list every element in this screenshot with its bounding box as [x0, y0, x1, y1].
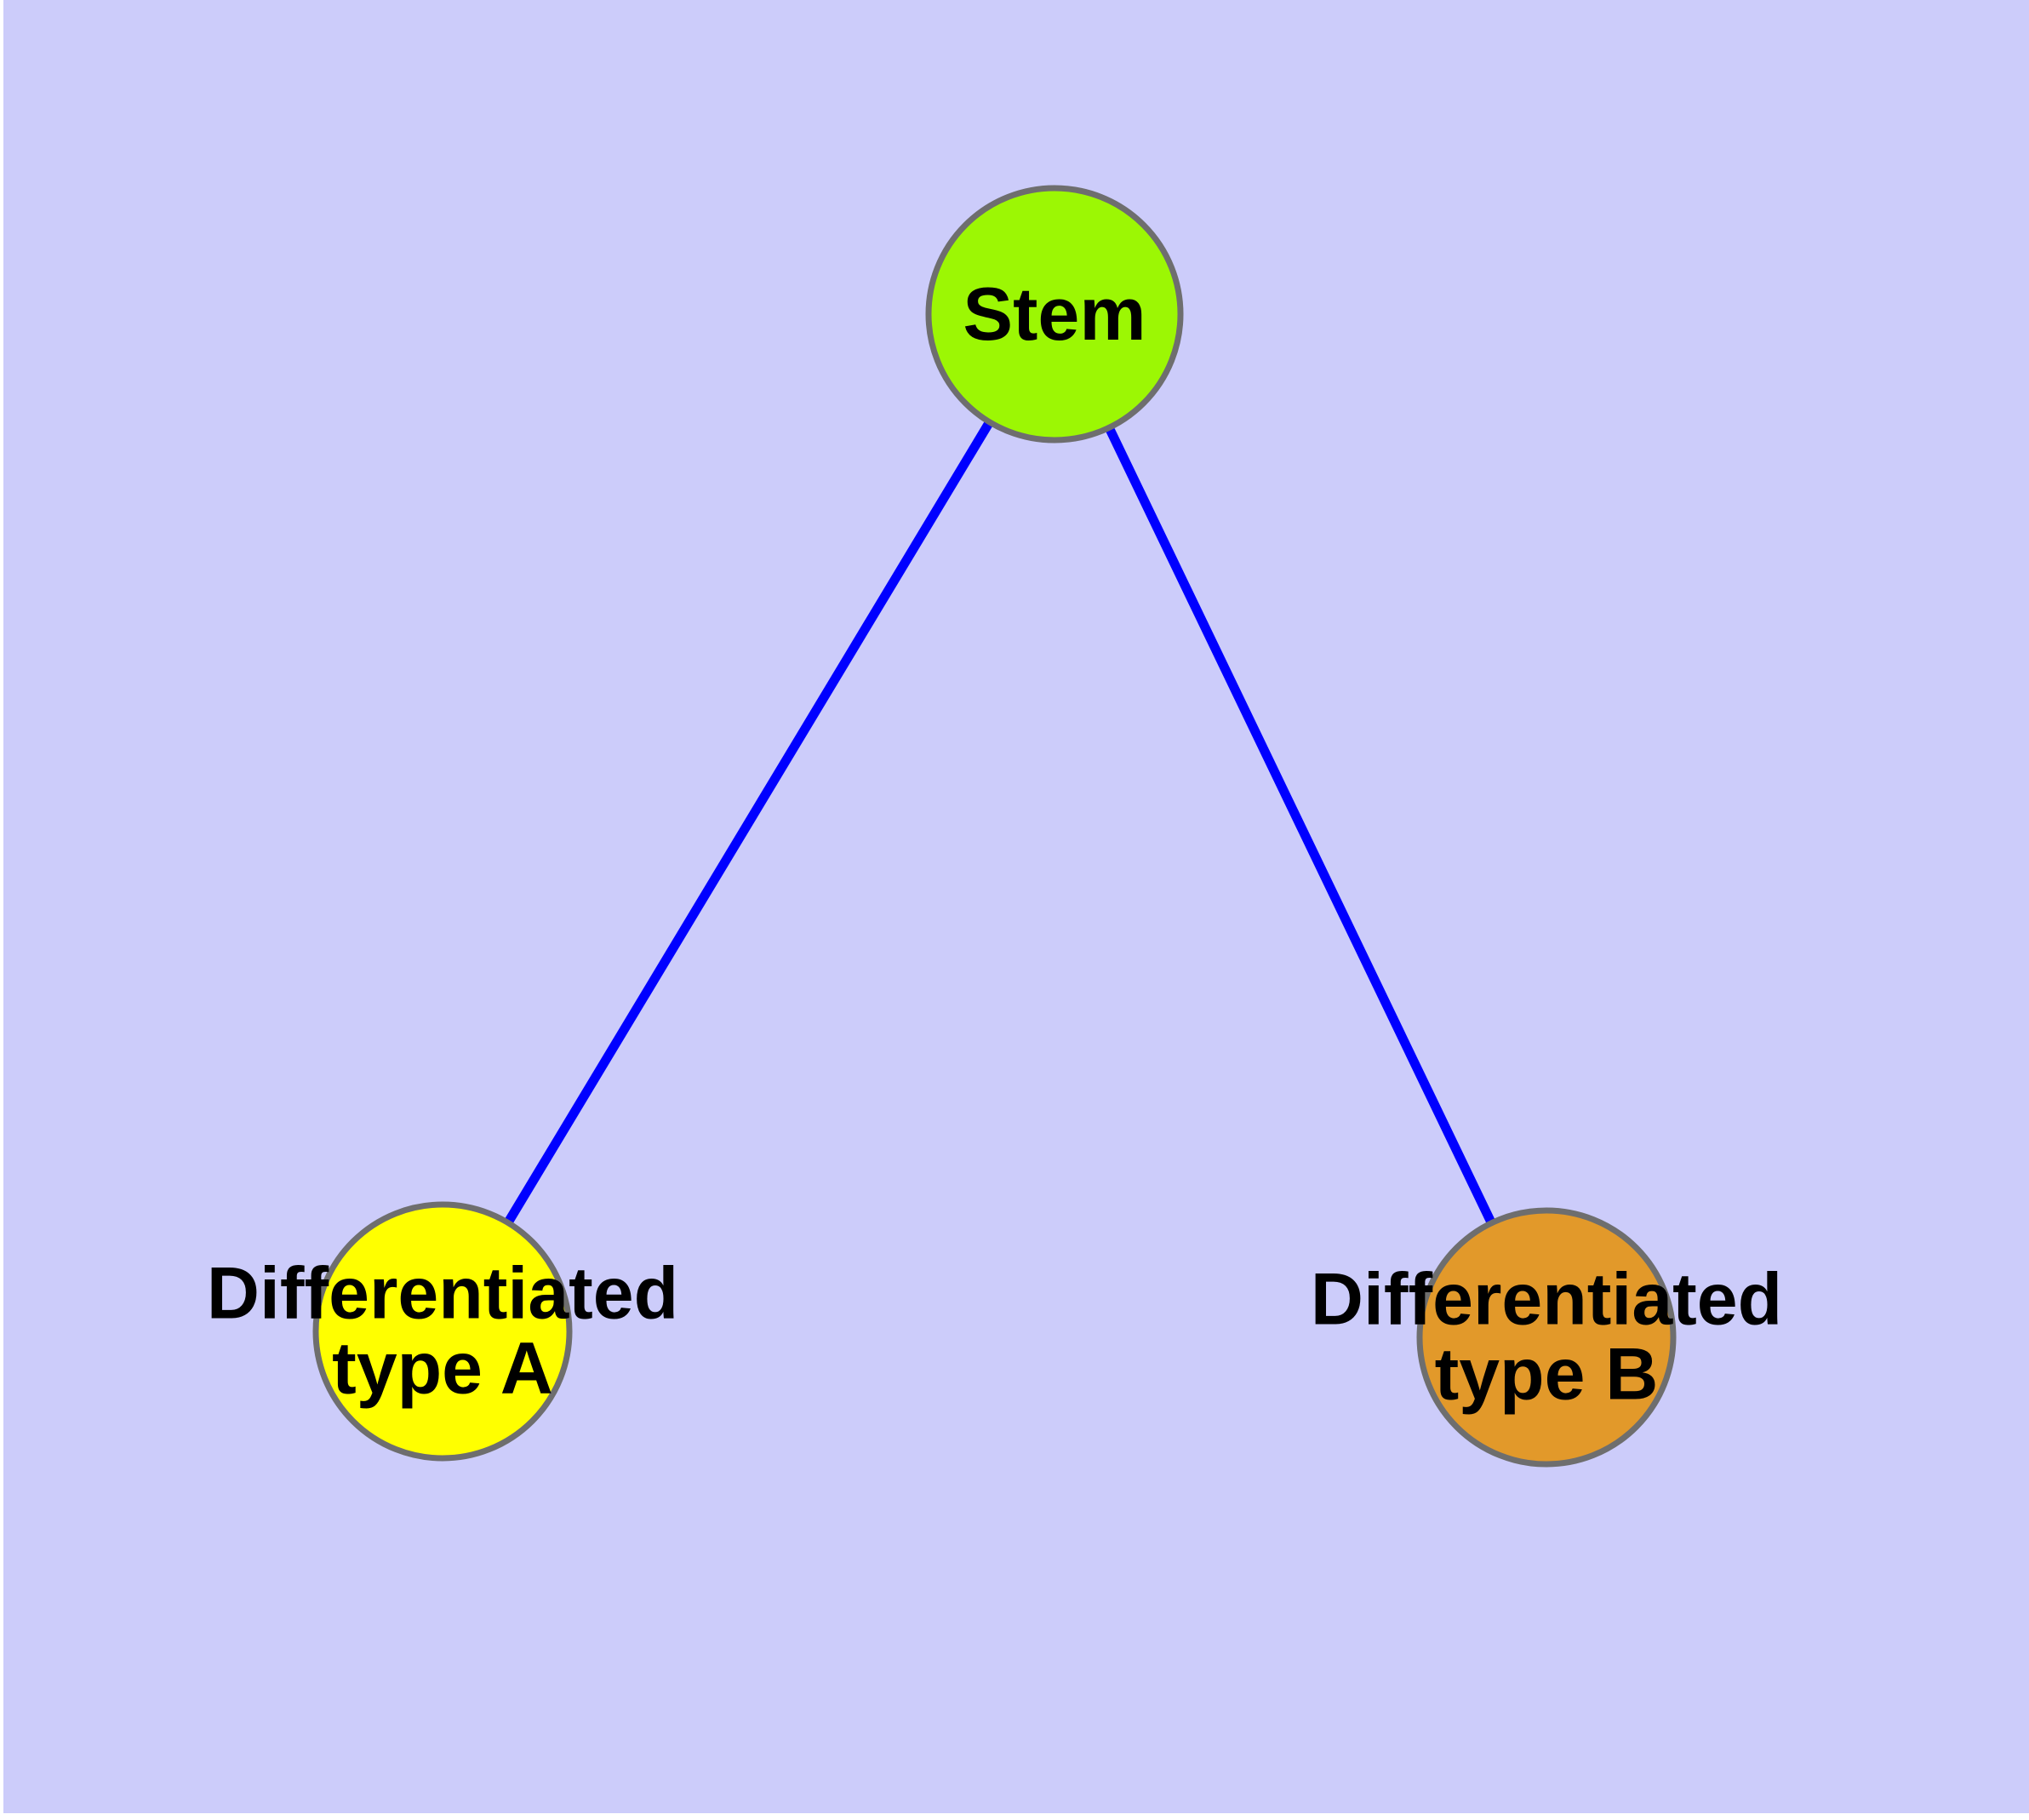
- graph-edge: [1106, 427, 1495, 1223]
- edge-layer: [505, 421, 1495, 1223]
- node-layer: [312, 185, 1677, 1468]
- graph-node-diff_a[interactable]: [312, 1201, 573, 1462]
- graph-edge: [505, 421, 992, 1223]
- graph-node-stem[interactable]: [925, 185, 1184, 444]
- graph-node-diff_b[interactable]: [1416, 1207, 1677, 1468]
